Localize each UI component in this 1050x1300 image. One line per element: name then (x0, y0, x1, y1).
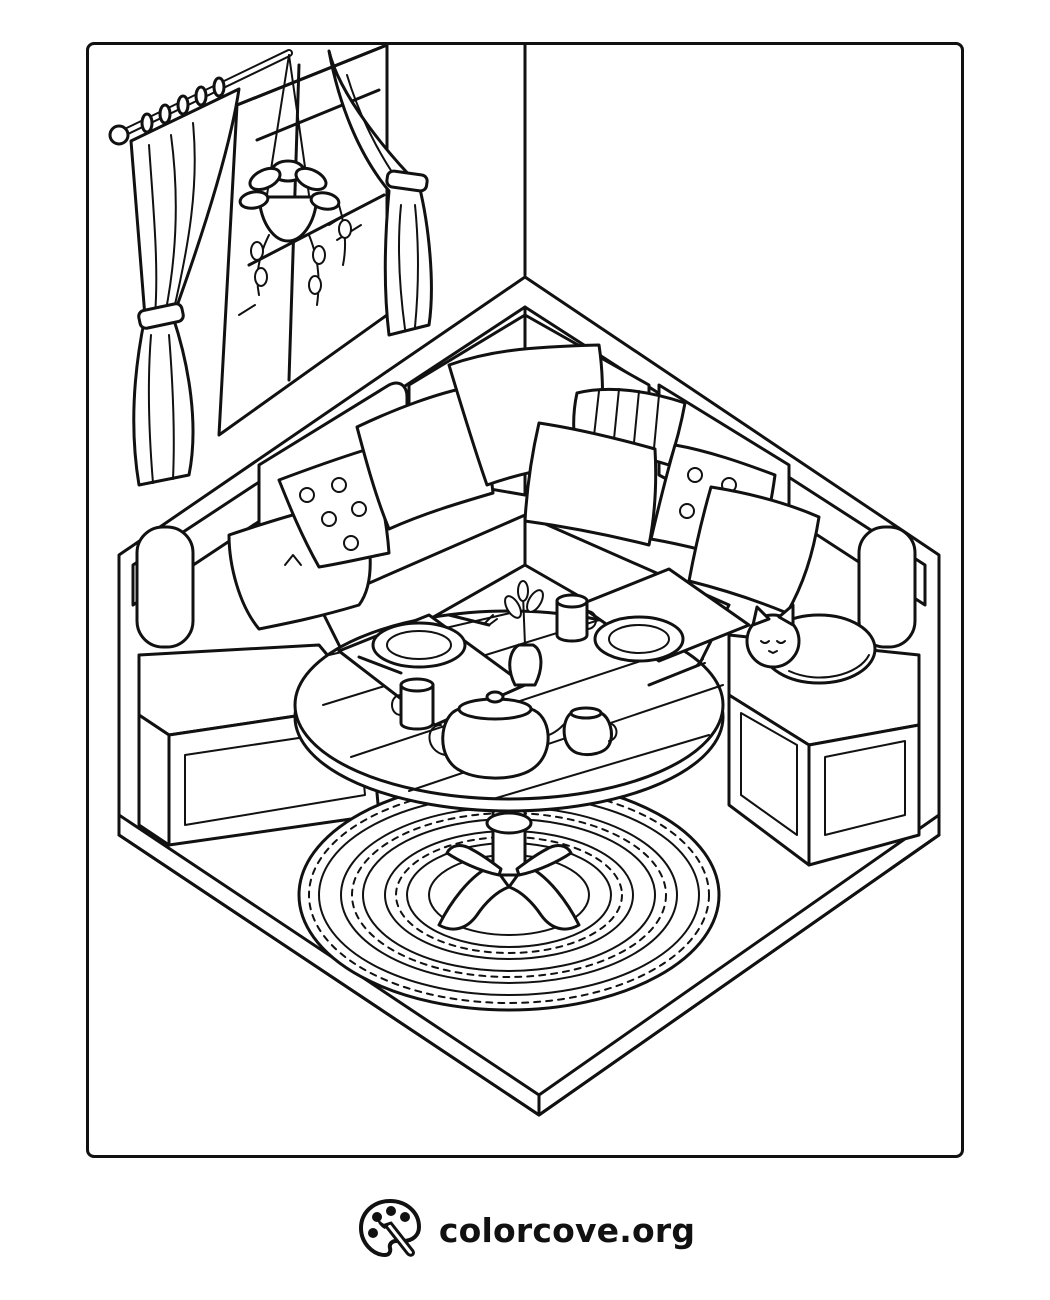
placemat-right (577, 567, 751, 663)
illustration-frame (86, 42, 964, 1158)
pillow-center-fluffy-1 (355, 385, 495, 531)
cozy-nook-illustration (108, 45, 941, 1117)
creamer (562, 706, 618, 757)
sleeping-cat (745, 603, 877, 685)
placemat-left (337, 613, 527, 727)
curtain-rod (108, 49, 293, 146)
window (217, 45, 389, 437)
teapot (428, 690, 576, 780)
mug-front (391, 677, 435, 731)
cutlery (357, 613, 706, 687)
left-curtain (129, 87, 241, 487)
pillow-left-pattern (277, 448, 391, 569)
palette-brush-icon (358, 1199, 421, 1257)
flower-vase (504, 580, 544, 687)
pillow-right-plain (523, 421, 658, 547)
right-curtain (327, 49, 433, 337)
brand-name: colorcove.org (438, 1210, 696, 1250)
mug-back (555, 593, 597, 643)
hanging-plant (238, 54, 352, 306)
brand-footer: colorcove.org (0, 1192, 1050, 1268)
